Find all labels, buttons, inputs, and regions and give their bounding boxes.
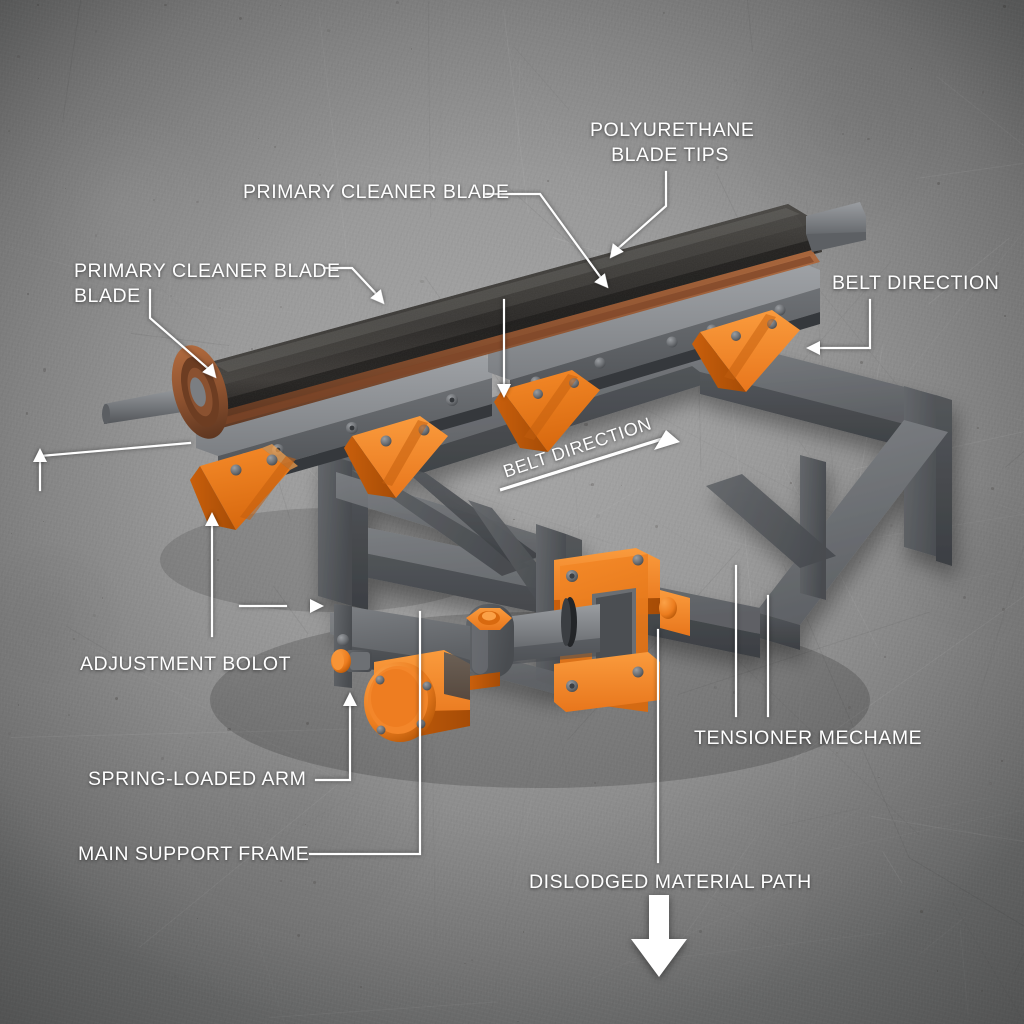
label-spring-loaded-arm: SPRING-LOADED ARM	[88, 768, 307, 790]
label-belt-direction-right: BELT DIRECTION	[832, 272, 1000, 294]
roller-shaft	[104, 386, 196, 424]
label-primary-cleaner-blade-left: PRIMARY CLEANER BLADE BLADE	[74, 260, 341, 307]
label-tensioner-mechanism: TENSIONER MECHAME	[694, 727, 923, 749]
blade-assembly-right	[488, 262, 820, 452]
blade-assembly-left	[190, 352, 492, 530]
dislodged-material-arrow	[631, 895, 687, 977]
adjustment-bolt	[331, 649, 372, 673]
arrowhead-adjust-upper	[33, 448, 47, 462]
label-dislodged-material-path: DISLODGED MATERIAL PATH	[529, 871, 812, 893]
label-main-support-frame: MAIN SUPPORT FRAME	[78, 843, 310, 865]
arrowhead-spring-ptr	[310, 599, 324, 613]
arrowhead-belt-direction-right	[806, 341, 820, 355]
tensioner-mechanism	[466, 548, 690, 712]
arrowhead-adjust-lower	[205, 512, 219, 526]
label-adjustment-bolt: ADJUSTMENT BOLOT	[80, 653, 292, 675]
label-primary-cleaner-blade-top: PRIMARY CLEANER BLADE	[243, 181, 510, 203]
arrowhead-spring-arm	[343, 692, 357, 706]
arrowhead-primary-top-2	[497, 384, 511, 398]
label-polyurethane-blade-tips: POLYURETHANE BLADE TIPS	[590, 119, 755, 166]
